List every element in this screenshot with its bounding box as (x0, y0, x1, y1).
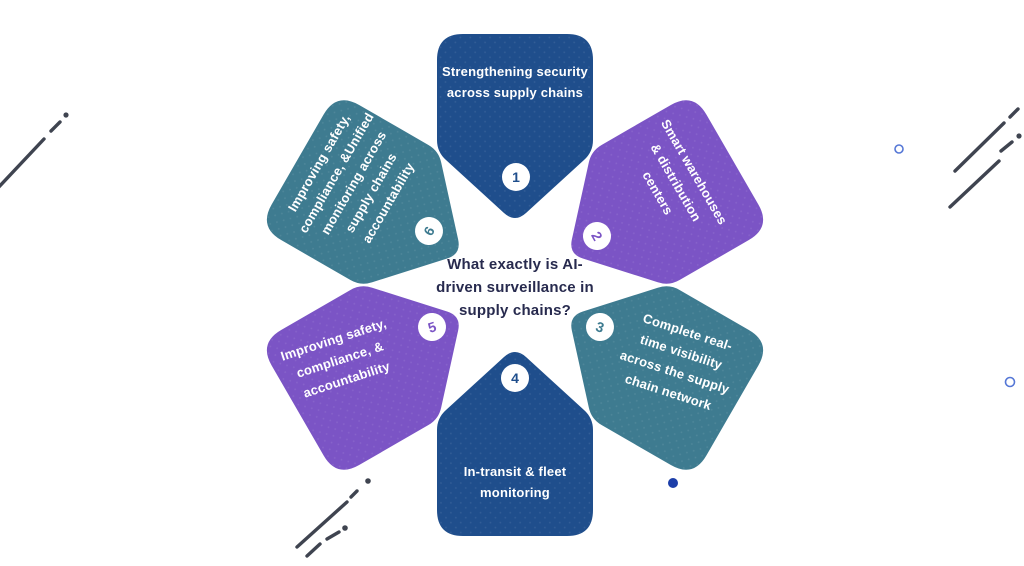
petal-4-label: In-transit & fleet monitoring (463, 464, 567, 500)
petal-1-number-badge: 1 (502, 163, 530, 191)
circle-outline-top-right-icon (894, 144, 904, 154)
center-question: What exactly is AI- driven surveillance … (436, 256, 594, 319)
petal-1-label: Strengthening security across supply cha… (442, 64, 588, 100)
dashed-line-bottom-left-icon (295, 489, 359, 558)
dot-bottom-left-a-icon (365, 478, 371, 484)
dot-bottom-left-b-icon (342, 525, 348, 531)
petal-4-number-badge: 4 (501, 364, 529, 392)
dot-top-right-icon (1016, 133, 1022, 139)
dot-top-left-icon (63, 112, 69, 118)
circle-outline-bottom-right-icon (1004, 376, 1016, 388)
accent-dot-icon (668, 478, 678, 488)
dashed-line-top-right-icon (948, 107, 1020, 209)
dashed-line-top-left-icon (0, 120, 62, 189)
